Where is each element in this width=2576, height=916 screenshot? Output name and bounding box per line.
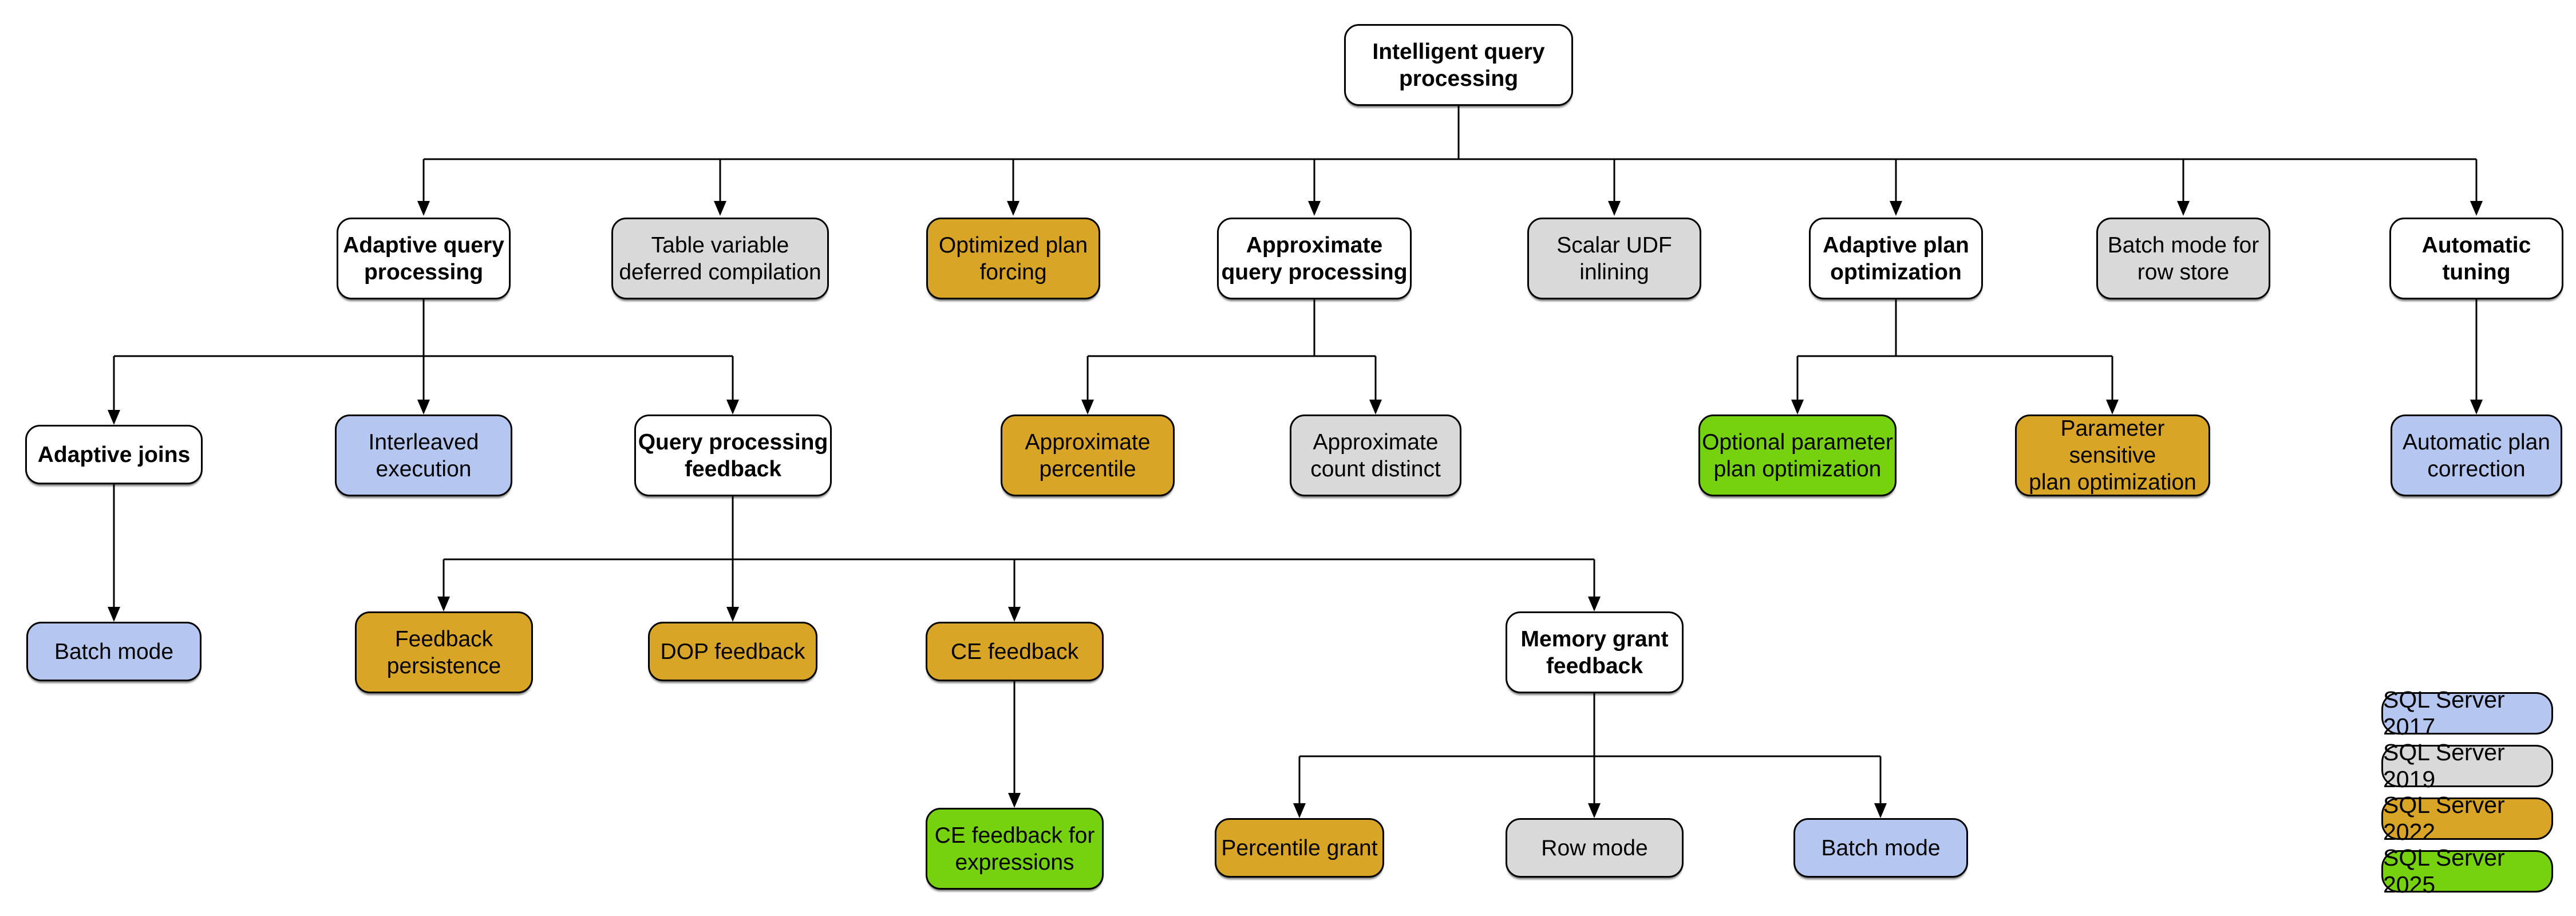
legend-sql-server-2019: SQL Server 2019 bbox=[2381, 739, 2553, 792]
node-scalar-udf-inlining: Scalar UDF inlining bbox=[1527, 218, 1701, 299]
legend-sql-server-2017: SQL Server 2017 bbox=[2381, 686, 2553, 740]
connector-lines bbox=[114, 104, 2476, 757]
node-query-processing-feedback: Query processing feedback bbox=[634, 414, 832, 496]
node-automatic-plan-correction: Automatic plan correction bbox=[2391, 414, 2562, 496]
node-approximate-percentile: Approximate percentile bbox=[1001, 414, 1175, 496]
node-feedback-persistence: Feedback persistence bbox=[355, 611, 533, 693]
node-intelligent-query-processing: Intelligent query processing bbox=[1344, 24, 1573, 106]
node-memory-grant-feedback: Memory grant feedback bbox=[1506, 611, 1684, 693]
node-optimized-plan-forcing: Optimized plan forcing bbox=[926, 218, 1100, 299]
node-dop-feedback: DOP feedback bbox=[648, 622, 817, 681]
node-interleaved-execution: Interleaved execution bbox=[335, 414, 512, 496]
node-approximate-count-distinct: Approximate count distinct bbox=[1290, 414, 1461, 496]
arrow-shafts bbox=[113, 159, 2478, 806]
node-adaptive-joins: Adaptive joins bbox=[25, 425, 203, 484]
node-batch-mode-adaptive-joins: Batch mode bbox=[26, 622, 202, 681]
node-optional-parameter-plan-optimization: Optional parameter plan optimization bbox=[1698, 414, 1897, 496]
node-adaptive-query-processing: Adaptive query processing bbox=[337, 218, 511, 299]
legend-sql-server-2022: SQL Server 2022 bbox=[2381, 792, 2553, 845]
node-ce-feedback: CE feedback bbox=[926, 622, 1104, 681]
node-automatic-tuning: Automatic tuning bbox=[2389, 218, 2563, 299]
node-parameter-sensitive-plan-optimization: Parameter sensitive plan optimization bbox=[2015, 414, 2210, 496]
node-percentile-grant: Percentile grant bbox=[1215, 818, 1384, 878]
node-row-mode: Row mode bbox=[1506, 818, 1684, 878]
node-batch-mode-memory-grant: Batch mode bbox=[1793, 818, 1968, 878]
node-approximate-query-processing: Approximate query processing bbox=[1217, 218, 1412, 299]
legend-sql-server-2025: SQL Server 2025 bbox=[2381, 844, 2553, 898]
node-table-variable-deferred-compilation: Table variable deferred compilation bbox=[611, 218, 829, 299]
node-ce-feedback-for-expressions: CE feedback for expressions bbox=[926, 808, 1104, 890]
node-batch-mode-for-row-store: Batch mode for row store bbox=[2096, 218, 2270, 299]
node-adaptive-plan-optimization: Adaptive plan optimization bbox=[1809, 218, 1983, 299]
